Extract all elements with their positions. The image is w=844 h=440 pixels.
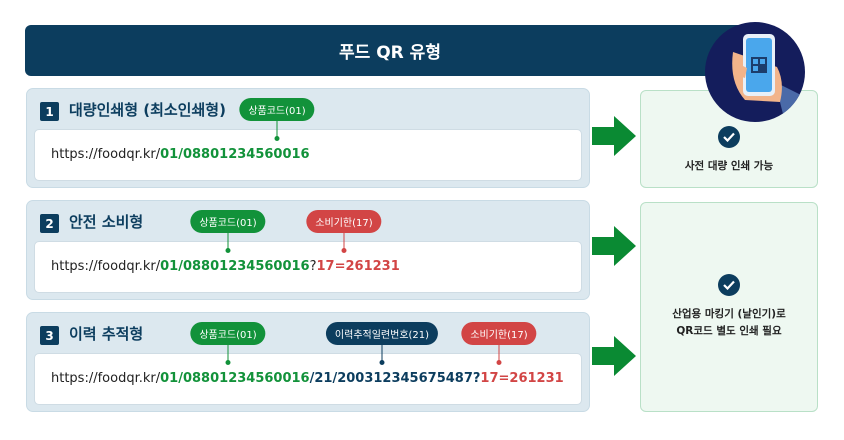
url-box: https://foodqr.kr/01/08801234560016 [34,129,582,181]
arrow-right-icon [592,336,636,376]
tag-product-code: 상품코드(01) [190,322,266,345]
tag-serial-number: 이력추적일련번호(21) [325,322,439,345]
panel-title: 이력 추적형 [69,325,144,343]
tag-expiry-date: 소비기한(17) [306,210,382,233]
check-circle-icon [718,125,740,148]
tag-expiry-date: 소비기한(17) [461,322,537,345]
step-number: 1 [40,102,59,121]
step-number: 2 [40,214,59,233]
connector-line [343,233,345,250]
panel-title: 안전 소비형 [69,213,144,231]
url-text: https://foodqr.kr/01/08801234560016?17=2… [51,259,400,274]
qr-type-panel-3: 3 이력 추적형 https://foodqr.kr/01/0880123456… [26,312,590,412]
connector-dot [379,360,385,365]
url-text: https://foodqr.kr/01/08801234560016/21/2… [51,371,564,386]
result-text: 사전 대량 인쇄 가능 [684,159,774,172]
arrow-right-icon [592,226,636,266]
tag-product-code: 상품코드(01) [190,210,266,233]
connector-dot [341,248,347,253]
connector-line [227,345,229,362]
connector-line [276,121,278,138]
connector-line [227,233,229,250]
connector-dot [274,136,280,141]
step-number: 3 [40,326,59,345]
connector-dot [496,360,502,365]
check-circle-icon [718,274,740,296]
qr-type-panel-2: 2 안전 소비형 https://foodqr.kr/01/0880123456… [26,200,590,300]
hand-phone-qr-icon [705,22,805,122]
connector-line [381,345,383,362]
url-box: https://foodqr.kr/01/08801234560016?17=2… [34,241,582,293]
arrow-right-icon [592,116,636,156]
url-box: https://foodqr.kr/01/08801234560016/21/2… [34,353,582,405]
title-text: 푸드 QR 유형 [339,43,441,63]
connector-dot [225,248,231,253]
connector-line [498,345,500,362]
qr-type-panel-1: 1 대량인쇄형 (최소인쇄형) https://foodqr.kr/01/088… [26,88,590,188]
url-text: https://foodqr.kr/01/08801234560016 [51,147,310,162]
connector-dot [225,360,231,365]
tag-product-code: 상품코드(01) [239,98,315,121]
page-title: 푸드 QR 유형 [25,25,755,76]
panel-title: 대량인쇄형 (최소인쇄형) [69,101,226,119]
